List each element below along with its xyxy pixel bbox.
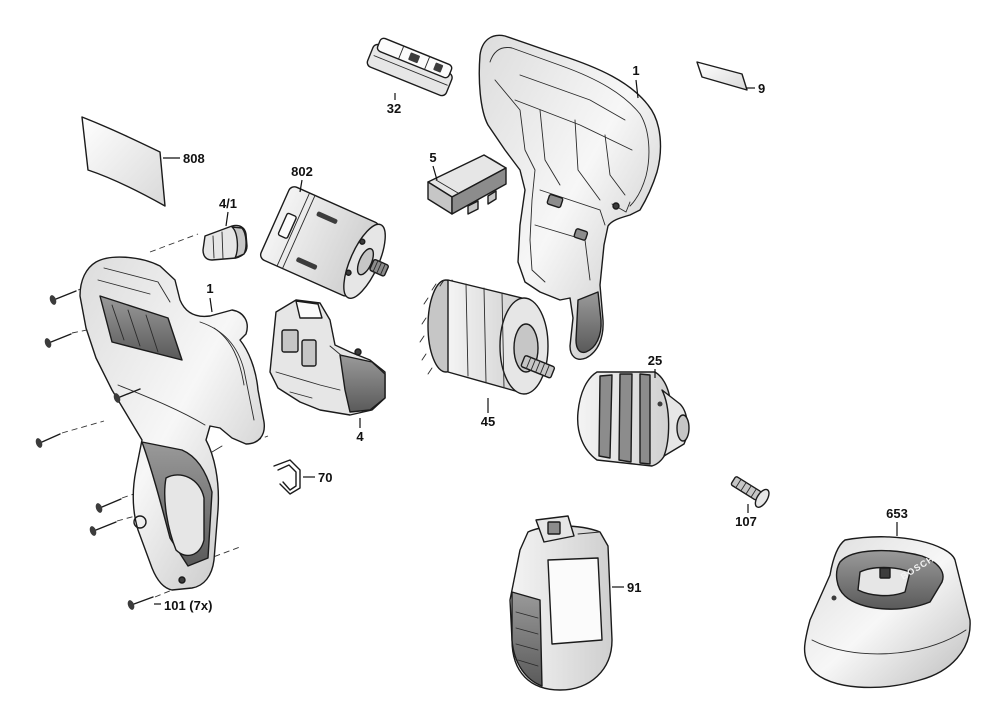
screw-1 <box>49 290 77 305</box>
part-802-motor <box>259 186 389 299</box>
part-101-screws <box>35 290 154 610</box>
part-4-switch <box>269 299 386 416</box>
screw-7 <box>127 596 154 610</box>
label-part-32: 32 <box>387 101 401 116</box>
screw-6 <box>89 521 117 536</box>
label-part-802: 802 <box>291 164 313 179</box>
label-part-101: 101 (7x) <box>164 598 212 613</box>
part-32-direction-slider <box>366 37 453 97</box>
screw-3 <box>113 388 141 403</box>
part-4-1-coupling <box>202 224 248 261</box>
label-part-4: 4 <box>356 429 364 444</box>
part-1-housing-right <box>478 34 662 360</box>
screw-5 <box>95 498 122 513</box>
label-part-25: 25 <box>648 353 662 368</box>
part-91-battery <box>509 515 613 691</box>
part-70-clip <box>273 459 301 495</box>
label-part-70: 70 <box>318 470 332 485</box>
part-labels: 1 9 32 5 808 802 4/1 1 4 45 25 70 107 65… <box>164 63 908 613</box>
label-part-653: 653 <box>886 506 908 521</box>
screw-4 <box>35 433 61 448</box>
part-653-charger: BOSCH <box>803 536 971 689</box>
part-9-badge <box>696 61 748 91</box>
screw-2 <box>44 333 72 348</box>
label-part-107: 107 <box>735 514 757 529</box>
part-25-chuck <box>576 371 690 467</box>
label-part-91: 91 <box>627 580 641 595</box>
part-1-housing-left <box>79 256 265 591</box>
label-part-9: 9 <box>758 81 765 96</box>
label-part-1-left: 1 <box>206 281 213 296</box>
label-part-45: 45 <box>481 414 495 429</box>
part-45-gearbox <box>419 279 556 395</box>
label-part-1-right: 1 <box>632 63 639 78</box>
label-part-808: 808 <box>183 151 205 166</box>
label-part-5: 5 <box>429 150 436 165</box>
part-107-chuck-screw <box>730 476 770 508</box>
part-808-label-sheet <box>81 116 166 207</box>
label-part-4-1: 4/1 <box>219 196 237 211</box>
part-5-cover-block <box>427 154 507 215</box>
leader-lines <box>154 79 898 605</box>
